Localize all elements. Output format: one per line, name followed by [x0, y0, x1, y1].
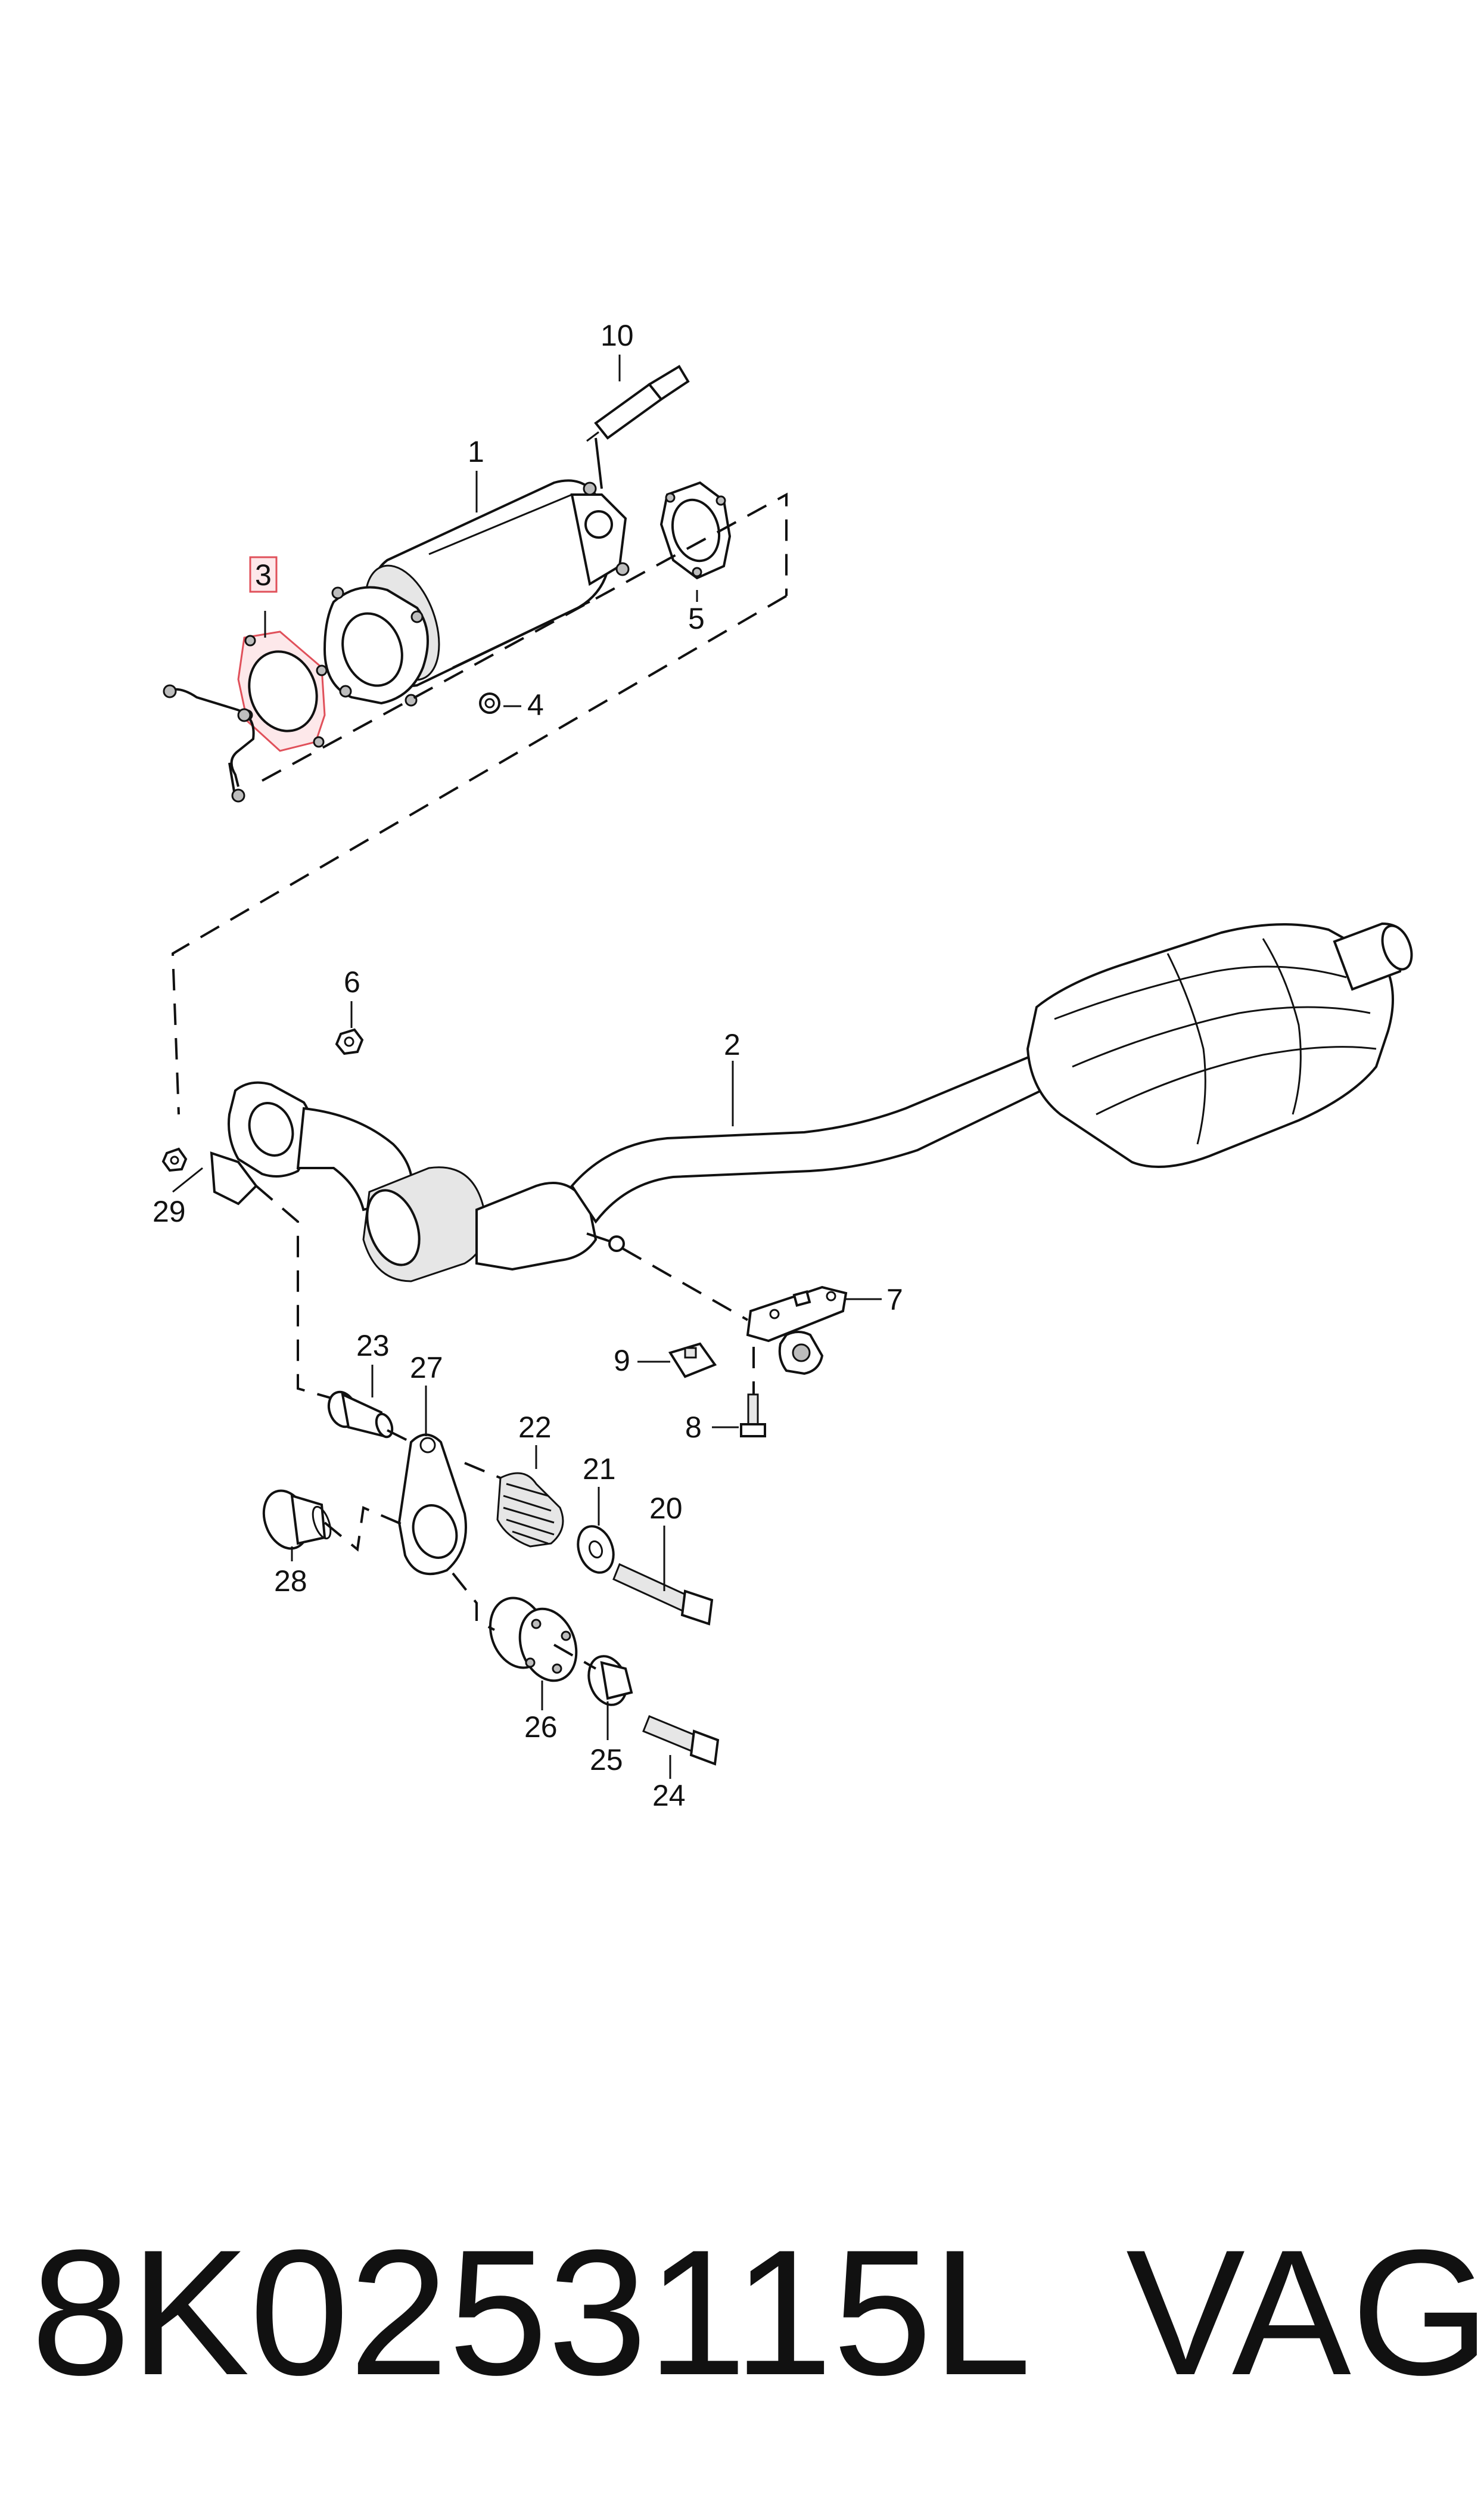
callout-20: 20 — [649, 1492, 683, 1525]
lambda-sensor — [586, 365, 690, 489]
callout-8: 8 — [685, 1411, 702, 1444]
rubber-mount-26 — [489, 1596, 578, 1682]
bushing-sleeve-23 — [327, 1390, 394, 1439]
callout-25: 25 — [590, 1743, 623, 1776]
callout-4: 4 — [527, 688, 544, 722]
spring-22 — [496, 1472, 564, 1548]
callout-21: 21 — [583, 1452, 616, 1486]
callout-22: 22 — [518, 1411, 552, 1444]
leader-lines — [172, 355, 882, 1779]
callout-10: 10 — [601, 319, 634, 352]
callout-26: 26 — [524, 1710, 558, 1744]
part-number: 8K0253115L — [31, 2212, 1032, 2412]
callout-1: 1 — [468, 435, 484, 468]
callout-2: 2 — [724, 1028, 741, 1061]
bushing-28 — [262, 1489, 332, 1550]
exhaust-parts-diagram: 1 2 3 4 5 6 7 8 9 10 20 21 22 23 24 25 2… — [153, 319, 1413, 1812]
callout-5: 5 — [688, 602, 705, 635]
callout-24: 24 — [652, 1779, 686, 1812]
retaining-clip — [163, 684, 255, 803]
callout-28: 28 — [274, 1564, 307, 1598]
mount-bracket-27 — [397, 1433, 467, 1576]
callout-3-highlight — [249, 556, 278, 593]
bolt-8 — [740, 1393, 766, 1437]
bolt-20 — [612, 1563, 714, 1626]
washer-25 — [587, 1655, 633, 1706]
callout-3: 3 — [255, 558, 272, 592]
callout-23: 23 — [356, 1329, 390, 1362]
brand-label: VAG — [1126, 2212, 1484, 2412]
callout-9: 9 — [614, 1344, 630, 1377]
clip-nut-9 — [668, 1342, 717, 1378]
gasket-3 — [237, 630, 328, 752]
bolt-24 — [642, 1715, 720, 1766]
gasket-5 — [659, 481, 732, 580]
catalytic-converter — [323, 479, 630, 707]
hanger-bracket — [746, 1285, 848, 1375]
nut-6 — [335, 1028, 364, 1055]
nut-4 — [479, 692, 500, 714]
callout-29: 29 — [153, 1195, 186, 1228]
front-pipe-with-muffler — [210, 922, 1413, 1282]
washer-21 — [577, 1525, 615, 1574]
nut-29 — [161, 1147, 188, 1172]
callout-27: 27 — [410, 1351, 443, 1384]
callout-7: 7 — [886, 1283, 903, 1316]
callout-6: 6 — [344, 965, 360, 999]
